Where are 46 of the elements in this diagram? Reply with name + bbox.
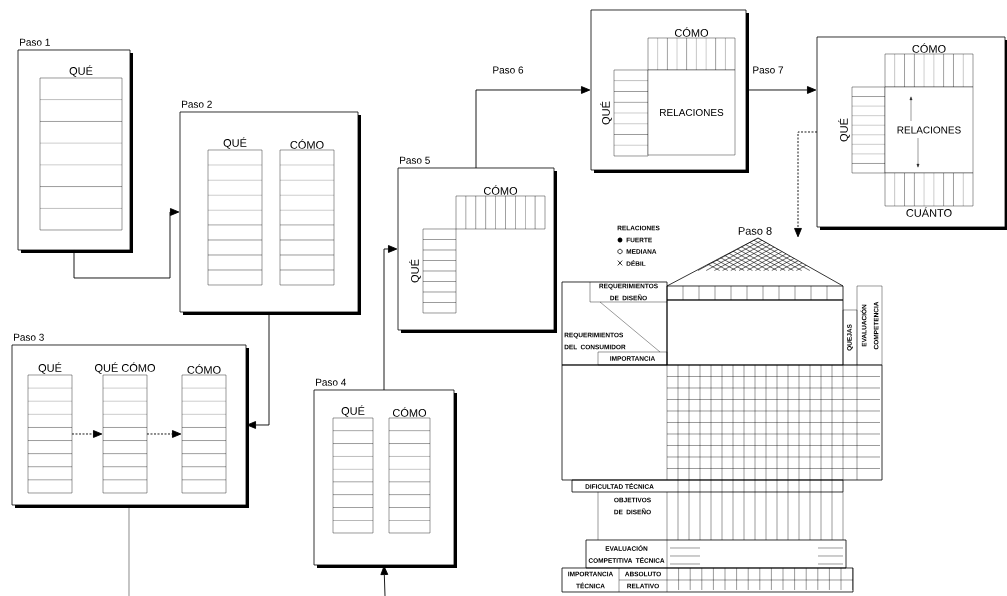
header-row: CUÁNTO — [884, 172, 974, 217]
edge-label: Paso 6 — [491, 65, 525, 75]
arrow — [380, 565, 389, 596]
node-label: CÓMO — [187, 364, 221, 374]
node-label: QUÉ — [38, 362, 62, 374]
node-label: CÓMO — [290, 139, 324, 149]
list-column: QUÉ — [838, 86, 886, 174]
header-row: CÓMO — [647, 27, 736, 71]
list-column: CÓMO — [388, 407, 431, 534]
arrow — [794, 131, 818, 238]
node-label: CÓMO — [674, 27, 709, 37]
node-label: QUÉ — [69, 65, 93, 77]
list-column: CÓMO — [181, 364, 227, 494]
node-label: QUÉ CÓMO — [94, 362, 156, 374]
list-column: QUÉ — [39, 65, 123, 231]
arrow — [71, 430, 103, 438]
list-column: QUÉ CÓMO — [94, 362, 156, 494]
node-label: QUÉ — [341, 405, 365, 417]
node-label: CÓMO — [912, 43, 946, 53]
node-label: Paso 3 — [14, 333, 44, 341]
list-column: QUÉ — [409, 228, 457, 314]
node-label: QUÉ — [838, 118, 850, 142]
arrow — [475, 86, 591, 169]
node-label: QUÉ — [409, 259, 421, 283]
node-label: Paso 1 — [20, 38, 50, 46]
step-label: Paso 8 — [738, 227, 772, 235]
edge-label: Paso 7 — [751, 65, 785, 75]
list-column: CÓMO — [279, 139, 335, 286]
arrow — [383, 245, 398, 391]
list-column: QUÉ — [27, 362, 73, 494]
node-label: QUÉ — [600, 101, 612, 125]
arrow — [146, 430, 182, 438]
node-label: QUÉ — [223, 137, 247, 149]
node-label: Paso 5 — [400, 156, 430, 164]
header-row: CÓMO — [455, 185, 546, 230]
node-label: CUÁNTO — [906, 207, 952, 217]
list-column: QUÉ — [207, 137, 263, 286]
node-label: Paso 4 — [316, 378, 347, 386]
node-label: CÓMO — [483, 185, 518, 195]
list-column: QUÉ — [600, 69, 649, 157]
node-label: Paso 2 — [182, 100, 212, 108]
header-row: CÓMO — [884, 43, 974, 88]
node-label: CÓMO — [392, 407, 427, 417]
relation-matrix: RELACIONES — [647, 69, 736, 156]
arrow — [73, 208, 180, 279]
list-column: QUÉ — [332, 405, 374, 534]
